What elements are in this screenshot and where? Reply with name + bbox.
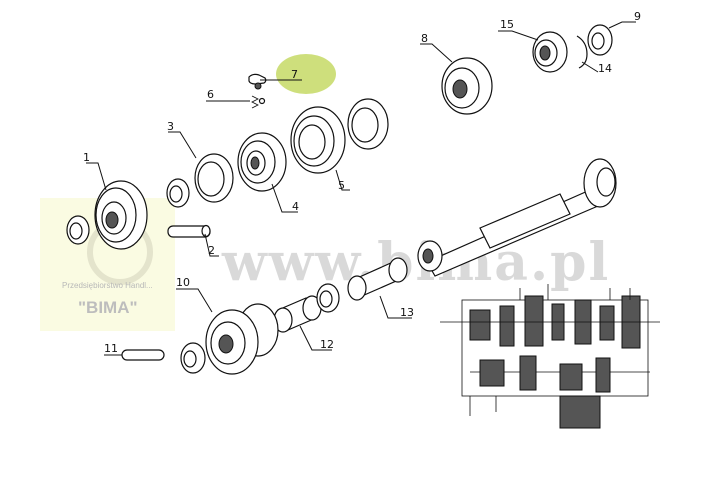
callout-2: 2: [208, 244, 215, 257]
part-1-gear: [94, 180, 148, 250]
leader-14: [581, 61, 599, 73]
part-3-ring: [194, 153, 234, 203]
part-synchro-ring: [347, 98, 389, 150]
part-13-bushing: [347, 257, 408, 301]
callout-11: 11: [104, 342, 118, 355]
leader-12: [299, 325, 332, 351]
leader-15: [498, 30, 539, 41]
watermark-url: www.bima.pl: [221, 232, 610, 293]
leader-2: [204, 233, 219, 257]
callout-4: 4: [292, 200, 299, 213]
callout-5: 5: [338, 179, 345, 192]
part-needle-bearing-upper: [166, 178, 190, 208]
callout-14: 14: [598, 62, 612, 75]
part-12-sleeve: [273, 295, 322, 333]
callout-12: 12: [320, 338, 334, 351]
part-9-washer: [587, 24, 613, 56]
leader-3: [168, 131, 197, 159]
watermark-company-text: Przedsiębiorstwo Handl...: [62, 281, 153, 290]
callout-3: 3: [167, 120, 174, 133]
callout-7: 7: [291, 68, 298, 81]
leader-lines: [86, 21, 636, 356]
leader-8: [420, 43, 453, 63]
callout-6: 6: [207, 88, 214, 101]
main-shaft: [417, 158, 617, 277]
part-bearing-ring-left: [66, 215, 90, 245]
part-needle-bearing-lower: [180, 342, 206, 374]
part-6-spring: [251, 95, 266, 109]
part-needle-bearing-middle: [316, 283, 340, 313]
callout-13: 13: [400, 306, 414, 319]
watermark-brand-text: "BIMA": [78, 298, 138, 317]
part-4-gear: [237, 132, 287, 192]
leader-5: [335, 169, 350, 191]
part-14-circlip: [576, 35, 588, 69]
part-7-key: [248, 73, 267, 90]
callout-8: 8: [421, 32, 428, 45]
highlight-part-7: [276, 54, 336, 94]
part-10-double-gear: [205, 303, 279, 375]
leader-10: [176, 288, 213, 313]
gearbox-cross-section: [440, 284, 660, 429]
leader-1: [86, 162, 107, 191]
callout-15: 15: [500, 18, 514, 31]
part-8-gear: [441, 57, 493, 115]
leader-4: [271, 183, 298, 213]
part-15-bearing: [532, 31, 568, 73]
callout-1: 1: [83, 151, 90, 164]
part-11-pin: [121, 349, 165, 361]
part-5-sleeve: [290, 106, 346, 174]
leader-13: [379, 295, 412, 319]
part-2-pin: [167, 224, 211, 238]
callout-9: 9: [634, 10, 641, 23]
callout-10: 10: [176, 276, 190, 289]
leader-9: [608, 21, 636, 29]
callout-labels: 1 2 3 4 5 6 7 8 9 10 11 12 13 14 15: [83, 10, 641, 355]
